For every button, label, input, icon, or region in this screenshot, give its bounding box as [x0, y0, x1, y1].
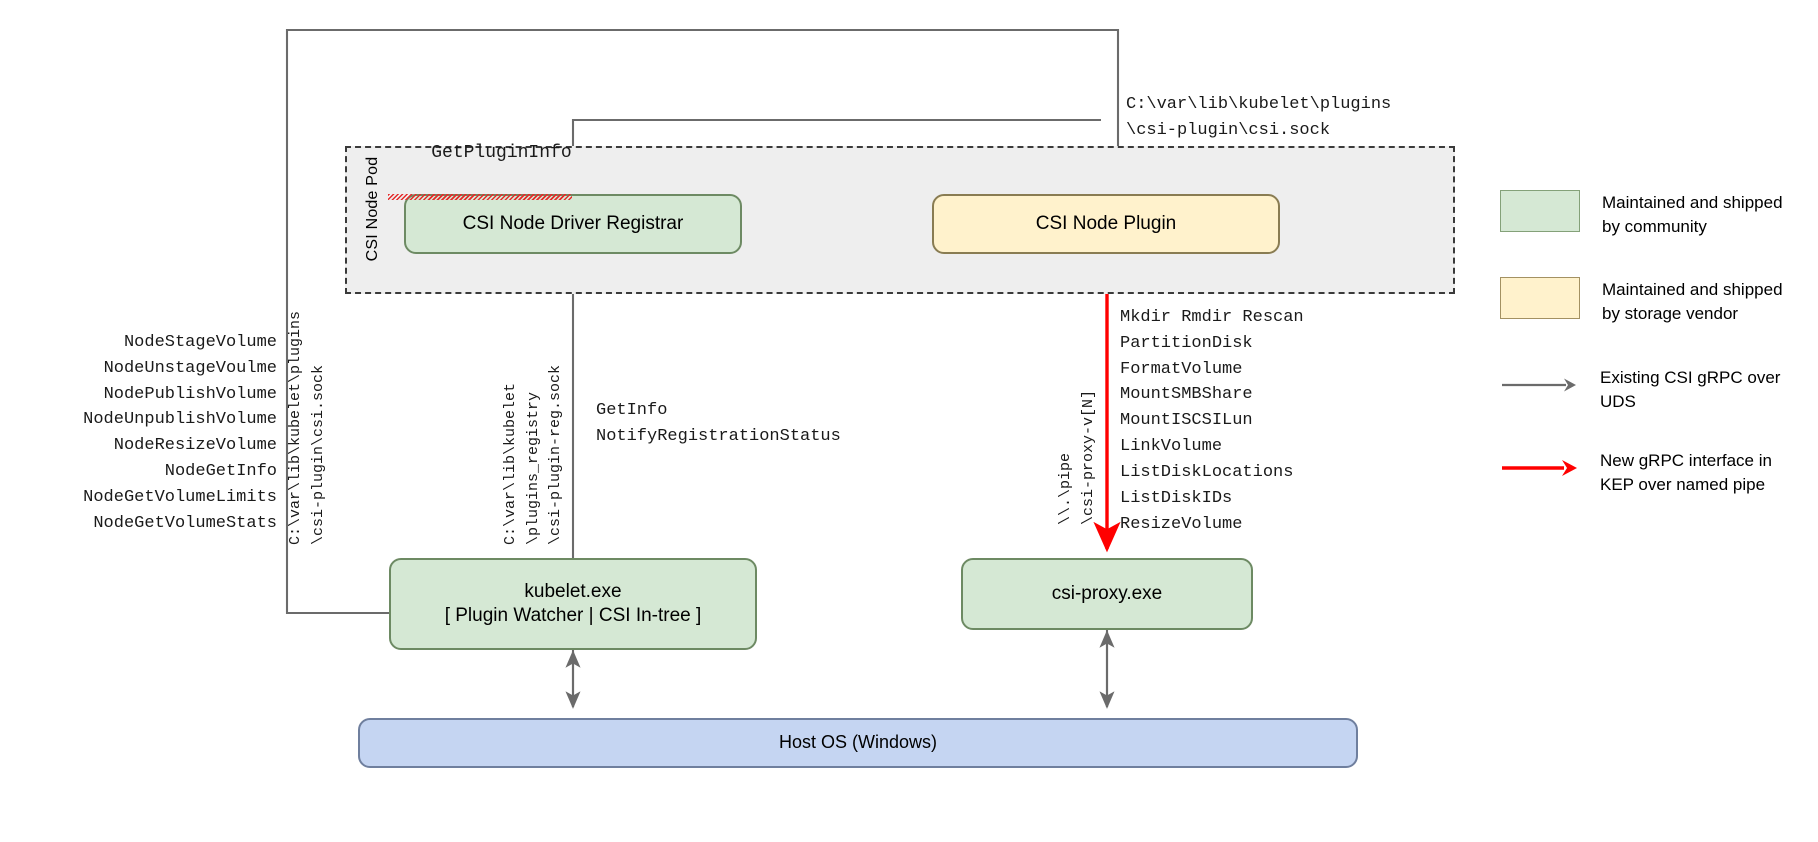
legend-label-community: Maintained and shipped by community — [1602, 193, 1783, 237]
vendor-swatch-icon — [1500, 277, 1580, 320]
gray-arrow-icon — [1500, 365, 1578, 405]
csi-proxy-exe-label: csi-proxy.exe — [1051, 582, 1163, 604]
kubelet-exe-box[interactable]: kubelet.exe [ Plugin Watcher | CSI In-tr… — [389, 558, 757, 650]
legend-item-existing-grpc: Existing CSI gRPC over UDS — [1500, 365, 1800, 414]
red-arrow-icon — [1500, 448, 1578, 488]
csi-node-pod-label: CSI Node Pod — [364, 156, 381, 262]
kubelet-exe-subtitle: [ Plugin Watcher | CSI In-tree ] — [444, 605, 702, 626]
legend-label-vendor: Maintained and shipped by storage vendor — [1602, 280, 1783, 324]
community-swatch-icon — [1500, 190, 1580, 232]
kubelet-exe-title: kubelet.exe — [524, 580, 622, 602]
named-pipe-vertical-label: \\.\pipe \csi-proxy-v[N] — [1057, 389, 1097, 525]
csi-proxy-exe-box[interactable]: csi-proxy.exe — [961, 558, 1253, 630]
csi-node-plugin-label: CSI Node Plugin — [1035, 212, 1177, 234]
spellcheck-squiggle — [388, 194, 572, 201]
kubelet-exe-label: kubelet.exe [ Plugin Watcher | CSI In-tr… — [445, 580, 702, 629]
legend-label-existing-grpc: Existing CSI gRPC over UDS — [1600, 367, 1781, 411]
csi-proxy-rpc-list: Mkdir Rmdir Rescan PartitionDisk FormatV… — [1120, 308, 1304, 534]
legend-label-new-grpc: New gRPC interface in KEP over named pip… — [1600, 450, 1772, 494]
get-plugin-info-label: GetPluginInfo — [388, 113, 572, 255]
legend: Maintained and shipped by community Main… — [1500, 190, 1800, 531]
legend-item-vendor: Maintained and shipped by storage vendor — [1500, 277, 1800, 326]
host-os-label: Host OS (Windows) — [778, 732, 938, 753]
csi-sock-path-top-label: C:\var\lib\kubelet\plugins \csi-plugin\c… — [1126, 95, 1392, 140]
csi-node-plugin-box[interactable]: CSI Node Plugin — [932, 194, 1280, 254]
legend-item-community: Maintained and shipped by community — [1500, 190, 1800, 239]
csi-sock-path-vertical-label: C:\var\lib\kubelet\plugins \csi-plugin\c… — [287, 310, 327, 545]
host-os-box[interactable]: Host OS (Windows) — [358, 718, 1358, 768]
node-service-rpc-list: NodeStageVolume NodeUnstageVoulme NodePu… — [83, 333, 277, 533]
legend-item-new-grpc: New gRPC interface in KEP over named pip… — [1500, 448, 1800, 497]
csi-node-driver-registrar-box[interactable]: CSI Node Driver Registrar — [404, 194, 742, 254]
plugin-registry-sock-vertical-label: C:\var\lib\kubelet \plugins_registry \cs… — [502, 364, 564, 545]
csi-node-driver-registrar-label: CSI Node Driver Registrar — [462, 212, 684, 234]
registration-rpc-list: GetInfo NotifyRegistrationStatus — [596, 401, 841, 446]
get-plugin-info-text: GetPluginInfo — [431, 143, 572, 164]
